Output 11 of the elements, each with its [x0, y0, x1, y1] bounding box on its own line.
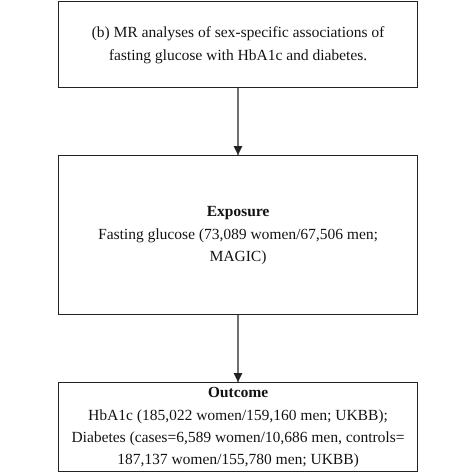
box-text: Diabetes (cases=6,589 women/10,686 men, controls= 187,137 women/155,780 men; UKBB): [71, 428, 405, 470]
box-text: (b) MR analyses of sex-specific associations of fasting glucose with HbA1c and diabetes.: [90, 23, 386, 66]
process-box: [58, 382, 418, 472]
box-text: HbA1c (185,022 women/159,160 men; UKBB);: [88, 406, 388, 426]
box-heading: Exposure: [206, 202, 270, 222]
arrow: [234, 88, 242, 155]
process-box: [58, 1, 418, 88]
process-box: [58, 155, 418, 315]
box-heading: Outcome: [208, 383, 268, 404]
arrow: [234, 315, 242, 382]
box-text: Fasting glucose (73,089 women/67,506 men; MAGIC): [97, 224, 379, 268]
